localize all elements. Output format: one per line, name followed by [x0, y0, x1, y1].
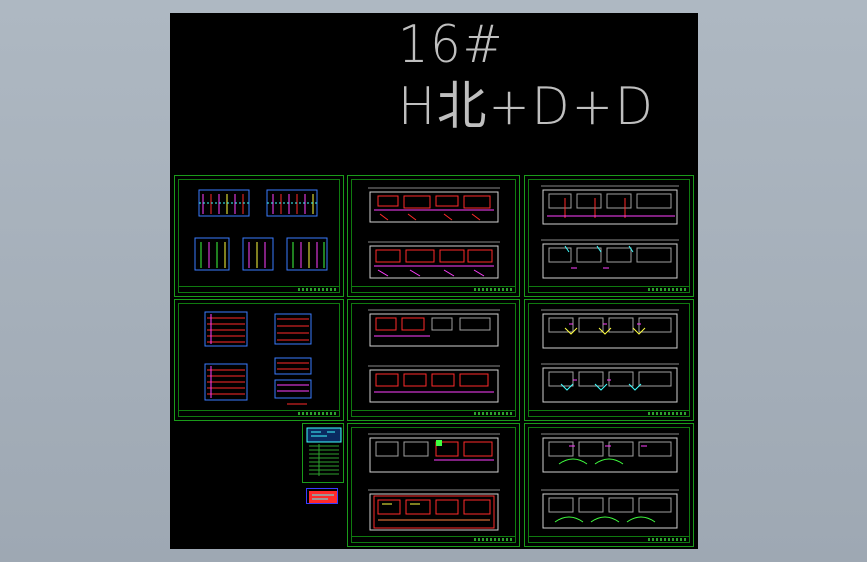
title-block: [178, 286, 340, 293]
title-block: [528, 410, 690, 417]
sheet-frame: [528, 179, 690, 293]
title-block: [178, 410, 340, 417]
drawing-title-number: 16#: [398, 15, 505, 75]
sheet-cover-index[interactable]: [302, 423, 344, 483]
sheet-floor-plan-5[interactable]: [347, 423, 520, 547]
floor-plan-drawing: [368, 309, 500, 403]
sheet-floor-plan-4[interactable]: [524, 299, 694, 421]
sheet-frame: [351, 179, 516, 293]
sheet-elevations[interactable]: [174, 175, 344, 297]
sheet-frame: [178, 303, 340, 417]
sheet-frame: [528, 427, 690, 543]
floor-plan-drawing: [368, 187, 500, 279]
floor-plan-drawing: [541, 309, 679, 403]
title-block: [351, 286, 516, 293]
sheet-stamp[interactable]: [306, 488, 338, 504]
floor-plan-drawing: [541, 433, 679, 529]
title-block: [528, 286, 690, 293]
title-block: [351, 410, 516, 417]
floor-plan-drawing: [541, 185, 679, 279]
index-table: [306, 427, 342, 476]
sheet-floor-plan-3[interactable]: [347, 299, 520, 421]
sheet-frame: [178, 179, 340, 293]
elevations-drawing: [194, 189, 328, 271]
title-block: [351, 536, 516, 543]
sheet-floor-plan-6[interactable]: [524, 423, 694, 547]
sheet-sections[interactable]: [174, 299, 344, 421]
title-block: [528, 536, 690, 543]
floor-plan-drawing: [368, 433, 500, 531]
sections-drawing: [204, 311, 312, 405]
drawing-title-type: H北+D+D: [398, 77, 655, 137]
sheet-floor-plan-1[interactable]: [347, 175, 520, 297]
sheet-frame: [351, 303, 516, 417]
model-space-canvas[interactable]: 16# H北+D+D: [170, 13, 698, 549]
sheet-frame: [528, 303, 690, 417]
stamp-block: [309, 491, 337, 503]
sheet-floor-plan-2[interactable]: [524, 175, 694, 297]
sheet-frame: [351, 427, 516, 543]
